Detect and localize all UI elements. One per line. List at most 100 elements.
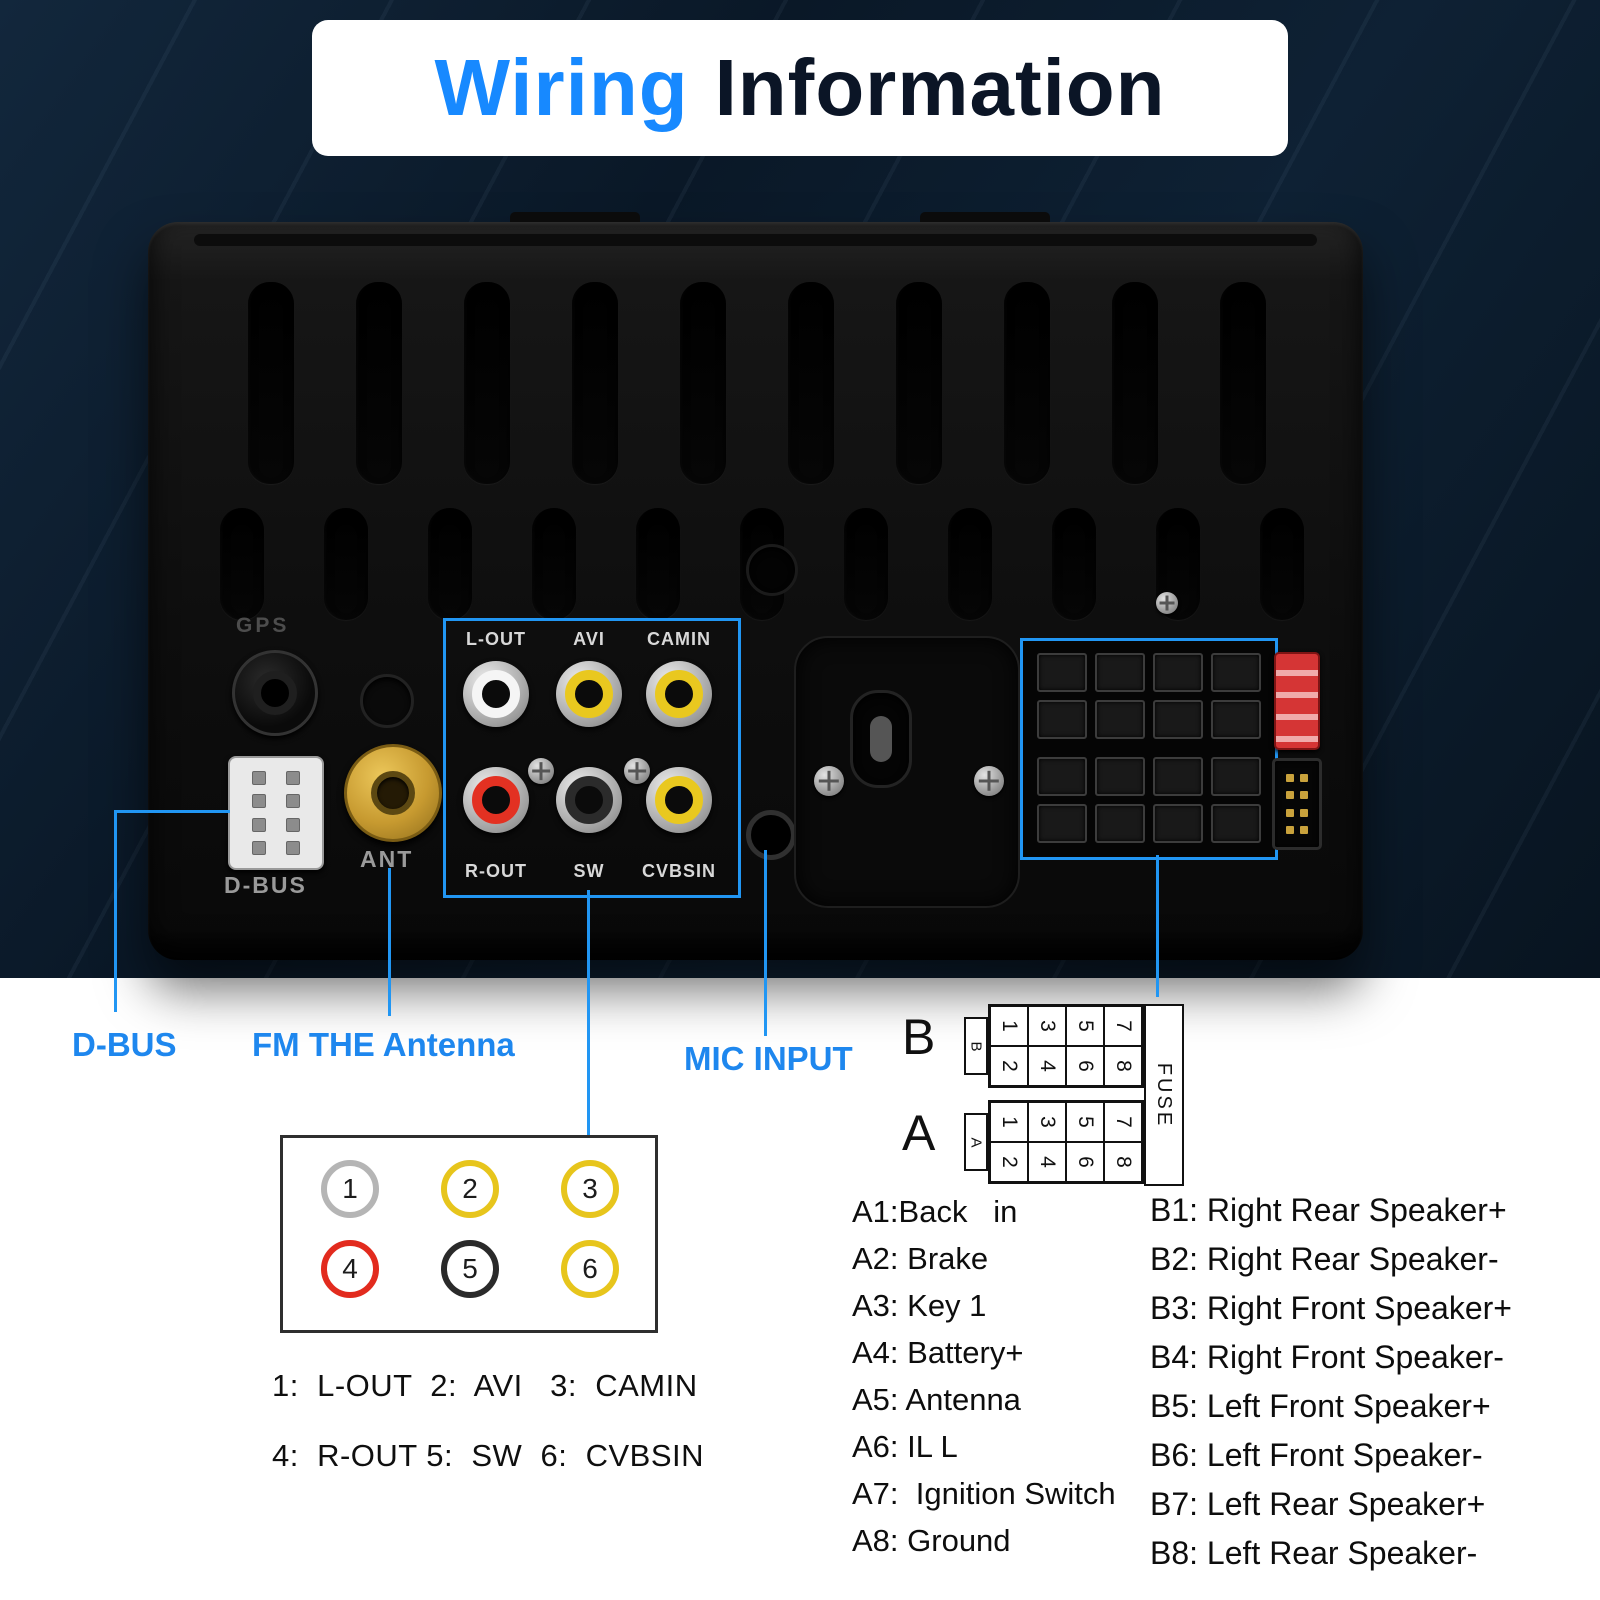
oval-slot (850, 690, 912, 788)
rca-ring (655, 776, 703, 824)
iso-pin-number: 8 (1104, 1142, 1142, 1182)
iso-pin-socket (1153, 804, 1203, 843)
callout-line-iso-harness (1156, 855, 1159, 997)
vent-slot (532, 508, 576, 620)
iso-block-a: A 1 3 5 7 2 4 6 8 (964, 1100, 1144, 1184)
pin-b4: B4: Right Front Speaker- (1150, 1339, 1504, 1375)
pin-b5: B5: Left Front Speaker+ (1150, 1388, 1491, 1424)
iso-pin-socket (1153, 700, 1203, 739)
vent-slot (1004, 282, 1050, 484)
iso-pin-number: 4 (1028, 1046, 1066, 1086)
iso-block-b: B 1 3 5 7 2 4 6 8 (964, 1004, 1144, 1088)
pin-b1: B1: Right Rear Speaker+ (1150, 1192, 1507, 1228)
chassis-top-groove (194, 234, 1317, 246)
callout-label-dbus: D-BUS (72, 1026, 177, 1063)
pin-list-a: A1:Back in A2: Brake A3: Key 1 A4: Batte… (852, 1194, 1116, 1559)
iso-harness-socket (1020, 638, 1278, 860)
iso-pin-socket (1037, 804, 1087, 843)
chassis-screw (814, 766, 844, 796)
pin-b7: B7: Left Rear Speaker+ (1150, 1486, 1486, 1522)
port-contact (1286, 826, 1294, 835)
rca-jack-lout (463, 661, 529, 727)
iso-pin-socket (1153, 653, 1203, 692)
iso-pin-grid-top (1037, 653, 1261, 739)
rca-diagram-circle-4: 4 (321, 1240, 379, 1298)
vent-slot (844, 508, 888, 620)
vent-row-top (248, 282, 1266, 484)
pin-b2: B2: Right Rear Speaker- (1150, 1241, 1499, 1277)
port-contact (1300, 808, 1308, 817)
pin-a7: A7: Ignition Switch (852, 1476, 1116, 1511)
pin-a1: A1:Back in (852, 1194, 1018, 1229)
rca-label-avi: AVI (573, 629, 605, 649)
dbus-pin (252, 817, 266, 832)
vent-slot (1052, 508, 1096, 620)
port-contact (1286, 808, 1294, 817)
pin-a5: A5: Antenna (852, 1382, 1021, 1417)
port-contact (1286, 773, 1294, 782)
dbus-pin (252, 841, 266, 856)
iso-pin-number: 2 (990, 1142, 1028, 1182)
chassis-screw (974, 766, 1004, 796)
iso-pin-socket (1153, 757, 1203, 796)
chassis-screw (1156, 592, 1178, 614)
fuse-strip-label: FUSE (1153, 1062, 1176, 1128)
pin-a6: A6: IL L (852, 1429, 958, 1464)
callout-line-dbus-horizontal (114, 810, 230, 813)
iso-pin-socket (1095, 700, 1145, 739)
pin-b8: B8: Left Rear Speaker- (1150, 1535, 1478, 1571)
port-contact (1300, 826, 1308, 835)
pin-list-b: B1: Right Rear Speaker+ B2: Right Rear S… (1150, 1192, 1512, 1572)
pin-a4: A4: Battery+ (852, 1335, 1024, 1370)
callout-line-dbus (114, 810, 117, 1012)
iso-tab-letter: A (967, 1136, 985, 1148)
pin-b6: B6: Left Front Speaker- (1150, 1437, 1483, 1473)
iso-pin-socket (1037, 700, 1087, 739)
vent-slot (464, 282, 510, 484)
iso-pin-socket (1211, 804, 1261, 843)
iso-pin-socket (1211, 653, 1261, 692)
mic-input-jack (746, 810, 796, 860)
iso-pin-number: 6 (1066, 1046, 1104, 1086)
rca-ring (472, 670, 520, 718)
iso-pin-socket (1037, 757, 1087, 796)
title-word-information: Information (714, 43, 1166, 132)
vent-slot (636, 508, 680, 620)
callout-line-rca-group (587, 890, 590, 1135)
port-contact (1300, 791, 1308, 800)
panel-screw (528, 758, 554, 784)
dbus-connector-label: D-BUS (224, 872, 307, 898)
rca-jack-camin (646, 661, 712, 727)
dbus-pin (252, 794, 266, 809)
pin-a3: A3: Key 1 (852, 1288, 987, 1323)
dbus-pin (286, 794, 300, 809)
fm-antenna-connector-label: ANT (360, 846, 414, 872)
iso-pin-number: 7 (1104, 1006, 1142, 1046)
vent-slot (220, 508, 264, 620)
fuse (1274, 652, 1320, 750)
vent-slot (1220, 282, 1266, 484)
dbus-pin-grid (242, 766, 310, 860)
iso-pin-number: 7 (1104, 1102, 1142, 1142)
port-contact (1286, 791, 1294, 800)
vent-slot (356, 282, 402, 484)
iso-pin-socket (1211, 757, 1261, 796)
rca-ring (655, 670, 703, 718)
vent-slot (948, 508, 992, 620)
iso-pin-socket (1095, 757, 1145, 796)
iso-tab-letter: B (967, 1040, 985, 1052)
rca-label-sw: SW (573, 861, 605, 881)
rca-label-lout: L-OUT (466, 629, 526, 649)
iso-pin-socket (1095, 804, 1145, 843)
iso-pin-number: 1 (990, 1006, 1028, 1046)
rca-group-outline: L-OUT AVI CAMIN R-OUT (443, 618, 741, 898)
rca-label-rout: R-OUT (465, 861, 527, 881)
iso-block-a-grid: 1 3 5 7 2 4 6 8 (988, 1100, 1144, 1184)
gps-antenna-connector (232, 650, 318, 736)
callout-line-mic-input (764, 850, 767, 1036)
stereo-rear-panel: GPS D-BUS ANT L-OUT AVI CAMIN (148, 212, 1363, 960)
gps-port-label: GPS (236, 614, 290, 637)
rca-jack-sw (556, 767, 622, 833)
round-vent-hole (746, 544, 798, 596)
